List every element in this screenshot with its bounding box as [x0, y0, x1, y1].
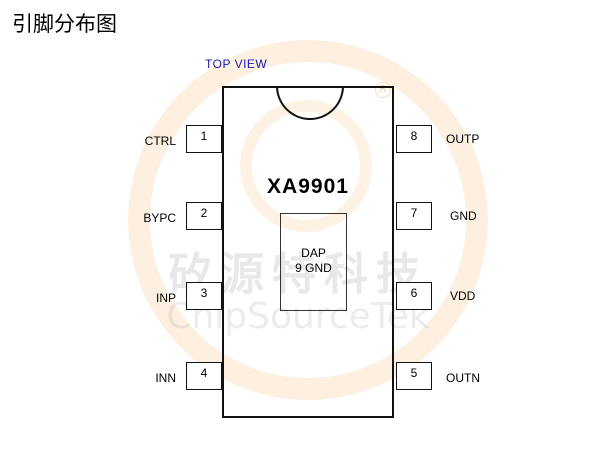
pin-6-label: VDD — [450, 289, 476, 303]
pin-3-number: 3 — [200, 286, 208, 300]
pin-8-number: 8 — [410, 129, 418, 143]
pin-7-label: GND — [450, 209, 477, 223]
dap-label-line2: 9 GND — [295, 261, 332, 275]
page-title: 引脚分布图 — [12, 12, 117, 36]
pin-5-label: OUTN — [446, 371, 480, 385]
pin-8-pad — [396, 125, 432, 153]
dap-label-line1: DAP — [301, 246, 326, 260]
pin-2-number: 2 — [200, 206, 208, 220]
dap-label: DAP 9 GND — [280, 246, 347, 276]
pin-5-number: 5 — [410, 366, 418, 380]
pin-7-pad — [396, 202, 432, 230]
pin-4-number: 4 — [200, 366, 208, 380]
pin-4-label: INN — [155, 371, 176, 385]
pin-2-label: BYPC — [143, 211, 176, 225]
dap-pad — [280, 213, 347, 311]
pin-6-number: 6 — [410, 286, 418, 300]
pin-3-label: INP — [155, 291, 176, 305]
view-label: TOP VIEW — [205, 57, 268, 71]
pin-1-label: CTRL — [144, 134, 176, 148]
pin-3-pad — [186, 282, 222, 310]
pin-5-pad — [396, 362, 432, 390]
pin-1-pad — [186, 125, 222, 153]
pin-2-pad — [186, 202, 222, 230]
pin-7-number: 7 — [410, 206, 418, 220]
pin-4-pad — [186, 362, 222, 390]
pin-6-pad — [396, 282, 432, 310]
pin-1-number: 1 — [200, 129, 208, 143]
chip-name: XA9901 — [267, 175, 349, 198]
pin-8-label: OUTP — [446, 132, 480, 146]
